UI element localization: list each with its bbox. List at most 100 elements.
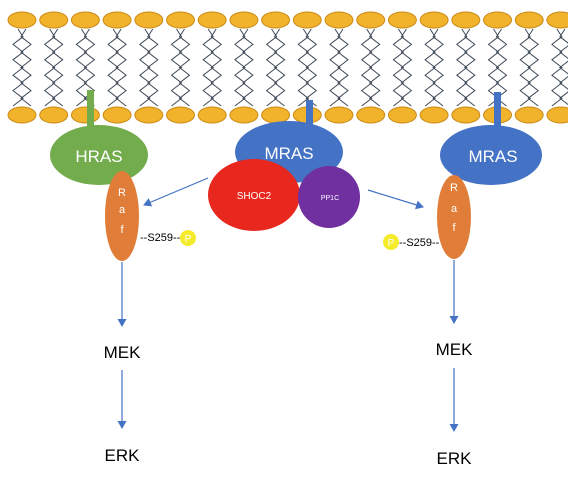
lipid-head bbox=[70, 106, 100, 124]
lipid-head bbox=[197, 106, 227, 124]
lipid-tail bbox=[368, 28, 381, 107]
shoc2-protein: SHOC2 bbox=[208, 159, 300, 231]
lipid-tail bbox=[527, 28, 540, 107]
hras-protein: HRAS bbox=[50, 125, 148, 185]
lipid-head bbox=[134, 106, 164, 124]
raf-right-letter-f: f bbox=[452, 222, 456, 234]
lipid-head bbox=[39, 11, 69, 29]
raf-right-letter-a: a bbox=[451, 203, 458, 215]
arrow-complex-to-raf-left bbox=[143, 177, 209, 207]
lipid-head bbox=[229, 11, 259, 29]
lipid-tail bbox=[559, 28, 568, 106]
lipid-head bbox=[229, 106, 259, 124]
raf-right-protein: R a f bbox=[437, 175, 471, 259]
lipid-head bbox=[7, 106, 37, 124]
raf-left-letter-a: a bbox=[119, 204, 126, 216]
mek-left-label: MEK bbox=[104, 343, 142, 362]
lipid-head bbox=[39, 106, 69, 124]
lipid-head bbox=[451, 11, 481, 29]
lipid-head bbox=[356, 106, 386, 124]
lipid-head bbox=[483, 11, 512, 29]
mras-right-label: MRAS bbox=[468, 147, 517, 166]
erk-right-label: ERK bbox=[437, 449, 473, 468]
lipid-tail bbox=[551, 28, 563, 107]
lipid-head bbox=[7, 11, 37, 29]
lipid-tail bbox=[75, 28, 88, 107]
lipid-bilayer-icon bbox=[7, 11, 568, 124]
lipid-tail bbox=[51, 28, 64, 107]
lipid-head bbox=[387, 11, 417, 29]
raf-left-letter-r: R bbox=[118, 187, 126, 199]
lipid-head bbox=[451, 106, 481, 124]
lipid-tail bbox=[392, 28, 405, 107]
lipid-tail bbox=[20, 28, 32, 107]
lipid-head bbox=[514, 106, 544, 124]
erk-left-label: ERK bbox=[105, 446, 141, 465]
lipid-tail bbox=[242, 28, 254, 107]
mek-right-label: MEK bbox=[436, 340, 474, 359]
lipid-head bbox=[166, 106, 195, 124]
phosphate-icon: P bbox=[180, 230, 196, 246]
lipid-head bbox=[324, 106, 354, 124]
lipid-tail bbox=[146, 28, 159, 107]
lipid-tail bbox=[178, 28, 191, 107]
mras-right-membrane-anchor bbox=[494, 92, 501, 128]
lipid-tail bbox=[495, 28, 508, 107]
lipid-head bbox=[102, 11, 132, 29]
lipid-tail bbox=[519, 28, 532, 107]
hras-label: HRAS bbox=[75, 147, 122, 166]
lipid-head bbox=[546, 106, 568, 124]
lipid-tail bbox=[463, 28, 476, 107]
lipid-head bbox=[514, 11, 544, 29]
phosphate-left-symbol: P bbox=[185, 234, 192, 245]
phosphate-icon: P bbox=[383, 234, 399, 250]
lipid-head bbox=[102, 106, 132, 124]
lipid-head bbox=[261, 106, 291, 124]
lipid-tail bbox=[400, 28, 413, 107]
lipid-head bbox=[197, 11, 227, 29]
lipid-tail bbox=[107, 28, 119, 107]
raf-left-protein: R a f bbox=[105, 171, 139, 261]
lipid-head bbox=[292, 11, 322, 29]
lipid-head bbox=[419, 11, 449, 29]
lipid-tail bbox=[234, 28, 246, 107]
lipid-tail bbox=[138, 28, 151, 107]
raf-right-letter-r: R bbox=[450, 182, 458, 194]
lipid-tail bbox=[265, 28, 278, 107]
lipid-head bbox=[70, 11, 100, 29]
lipid-tail bbox=[170, 28, 183, 107]
lipid-head bbox=[134, 11, 164, 29]
lipid-head bbox=[419, 106, 449, 124]
lipid-tail bbox=[360, 28, 373, 107]
lipid-head bbox=[546, 11, 568, 29]
lipid-tail bbox=[487, 28, 500, 107]
lipid-tail bbox=[305, 28, 318, 107]
phosphate-right-symbol: P bbox=[388, 238, 395, 249]
pp1c-protein: PP1C bbox=[298, 166, 360, 228]
lipid-head bbox=[387, 106, 417, 124]
arrow-complex-to-raf-right bbox=[367, 189, 424, 210]
lipid-head bbox=[166, 11, 195, 29]
lipid-tail bbox=[43, 28, 56, 107]
lipid-tails bbox=[12, 28, 568, 107]
mras-center-label: MRAS bbox=[264, 144, 313, 163]
s259-right-label: --S259-- bbox=[399, 237, 440, 249]
pp1c-label: PP1C bbox=[321, 195, 339, 202]
lipid-head bbox=[324, 11, 354, 29]
shoc2-label: SHOC2 bbox=[237, 191, 272, 202]
mras-center-membrane-anchor bbox=[306, 100, 313, 130]
lipid-tail bbox=[297, 28, 310, 107]
hras-membrane-anchor bbox=[87, 90, 94, 126]
lipid-tail bbox=[432, 28, 444, 107]
lipid-head bbox=[356, 11, 386, 29]
lipid-tail bbox=[115, 28, 127, 107]
lipid-tail bbox=[424, 28, 436, 107]
mras-right-protein: MRAS bbox=[440, 125, 542, 185]
lipid-tail bbox=[210, 28, 223, 107]
lipid-head bbox=[261, 11, 291, 29]
lipid-tail bbox=[455, 28, 468, 107]
lipid-tail bbox=[329, 28, 341, 107]
lipid-tail bbox=[273, 28, 286, 107]
